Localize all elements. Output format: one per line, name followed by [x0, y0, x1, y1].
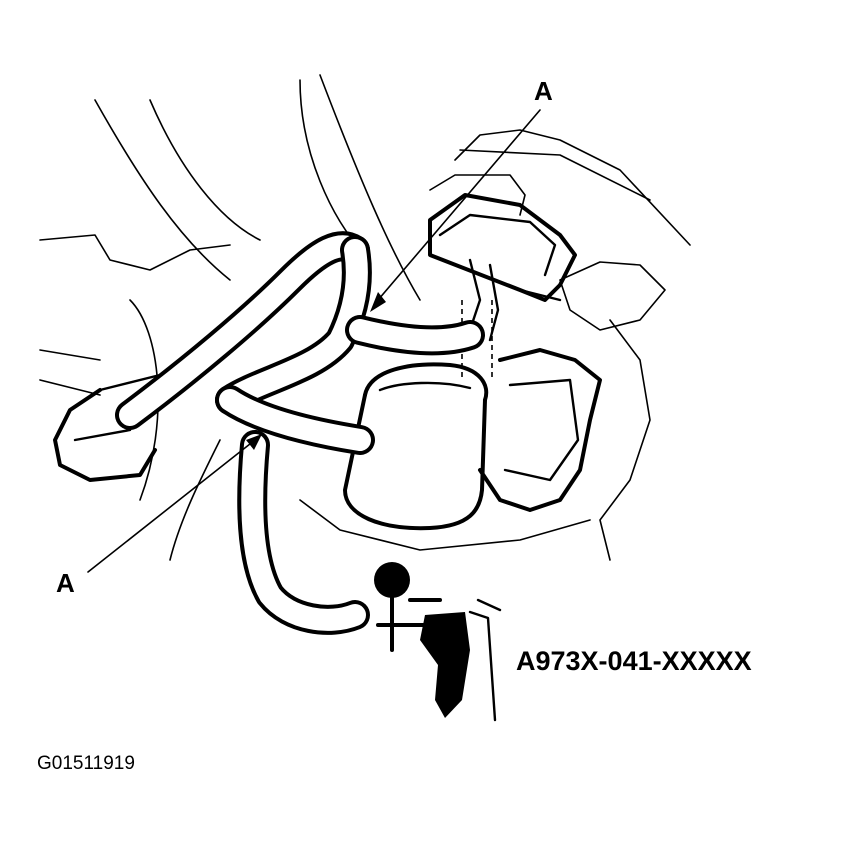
vacuum-pump-tool-icon — [374, 562, 502, 722]
callout-label-left: A — [56, 568, 75, 598]
canister-body — [343, 348, 602, 531]
figure-code-label: G01511919 — [37, 753, 135, 774]
left-mounting-bracket — [53, 373, 162, 482]
callout-label-top: A — [534, 76, 553, 106]
solenoid-valve-bracket — [428, 193, 577, 342]
vacuum-hoses — [115, 231, 485, 635]
tool-part-number-label: A973X-041-XXXXX — [516, 646, 752, 676]
callout-leader-lines — [87, 109, 541, 573]
